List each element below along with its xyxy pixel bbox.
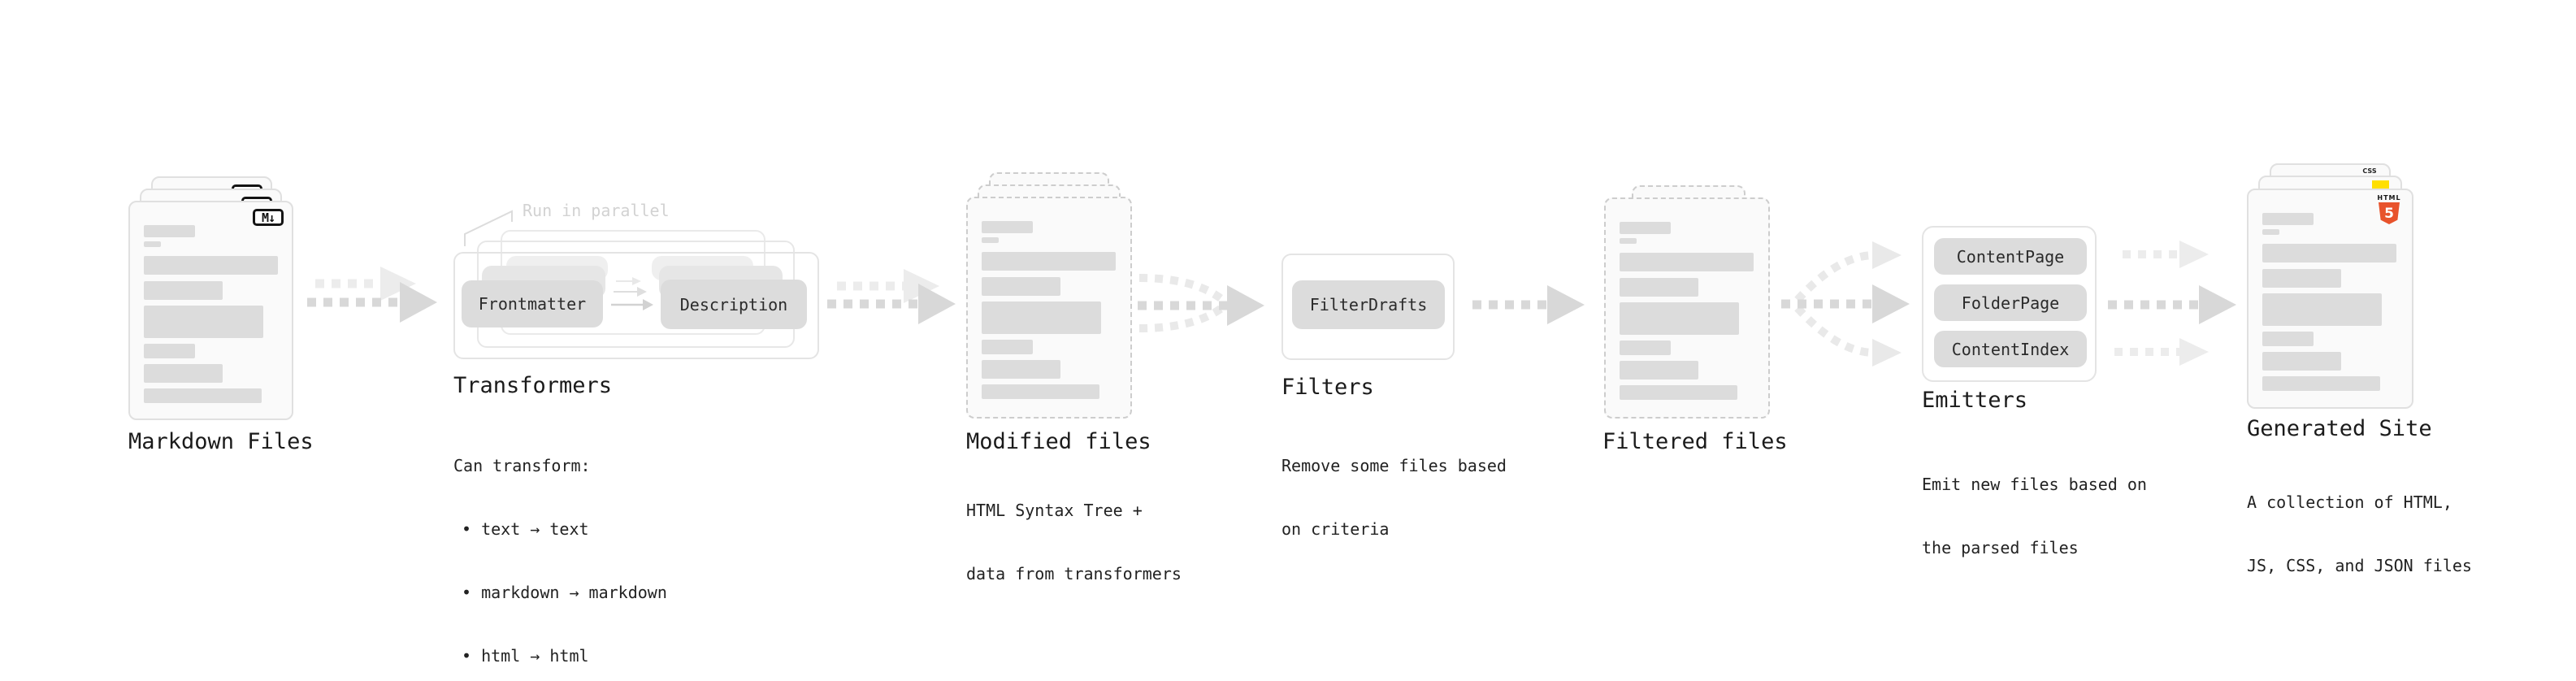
generated-site-desc-line: JS, CSS, and JSON files xyxy=(2247,556,2472,575)
content-line-bar xyxy=(2262,352,2341,371)
content-line-bar xyxy=(982,301,1101,334)
generated-file-card-front: HTML 5 xyxy=(2247,189,2413,409)
content-line-bar xyxy=(1620,361,1698,380)
filtered-files-label: Filtered files xyxy=(1602,429,1788,454)
html5-icon: HTML 5 xyxy=(2377,194,2401,224)
html5-icon-label: HTML xyxy=(2377,194,2401,202)
filtered-file-card-front xyxy=(1604,197,1770,419)
generated-site-description: A collection of HTML, JS, CSS, and JSON … xyxy=(2247,449,2472,618)
arrow-emitters-to-generated xyxy=(2108,241,2236,366)
content-line-bar xyxy=(982,221,1033,233)
modified-files-label: Modified files xyxy=(966,429,1151,454)
modified-file-card-front xyxy=(966,197,1132,419)
generated-site-desc-line: A collection of HTML, xyxy=(2247,492,2452,512)
content-line-bar xyxy=(2262,244,2396,262)
transform-bullet: • text → text xyxy=(462,519,589,539)
filters-frame xyxy=(1281,254,1455,360)
arrow-transformers-to-modified xyxy=(827,269,956,324)
filters-title: Filters xyxy=(1281,375,1374,400)
content-line-bar xyxy=(144,388,262,403)
filterdrafts-box: FilterDrafts xyxy=(1292,280,1445,329)
content-line-bar xyxy=(982,237,999,243)
content-line-bar xyxy=(982,384,1099,399)
transform-bullet: • html → html xyxy=(462,646,589,666)
content-line-bar xyxy=(144,225,195,237)
content-line-bar xyxy=(2262,213,2314,225)
emitters-title: Emitters xyxy=(1922,388,2028,413)
content-line-bar xyxy=(1620,385,1737,400)
emitters-frame xyxy=(1922,226,2097,382)
filters-desc-line: on criteria xyxy=(1281,519,1390,539)
emitters-desc-line: Emit new files based on xyxy=(1922,475,2147,494)
html5-icon-shield: 5 xyxy=(2379,202,2400,224)
transformer-frame-front xyxy=(453,252,819,359)
content-line-bar xyxy=(2262,229,2279,235)
markdown-file-card-front: M↓ xyxy=(128,201,293,420)
content-line-bar xyxy=(1620,302,1739,335)
content-line-bar xyxy=(982,360,1060,379)
content-line-bar xyxy=(144,364,223,383)
content-line-bar xyxy=(1620,278,1698,297)
emitter-folderpage-box: FolderPage xyxy=(1934,284,2087,321)
content-line-bar xyxy=(144,306,263,338)
emitters-description: Emit new files based on the parsed files xyxy=(1922,432,2147,601)
frontmatter-box: Frontmatter xyxy=(462,280,603,327)
content-line-bar xyxy=(2262,332,2314,346)
filters-description: Remove some files based on criteria xyxy=(1281,413,1507,582)
emitter-contentpage-box: ContentPage xyxy=(1934,238,2087,275)
content-line-bar xyxy=(1620,340,1671,355)
arrow-filtered-to-emitters xyxy=(1781,241,1910,367)
content-line-bar xyxy=(144,256,278,275)
arrow-filters-to-filtered xyxy=(1472,285,1585,324)
content-line-bar xyxy=(1620,238,1637,244)
transformers-description: Can transform: • text → text • markdown … xyxy=(453,413,667,681)
javascript-icon xyxy=(2372,180,2389,190)
modified-files-description: HTML Syntax Tree + data from transformer… xyxy=(966,458,1182,627)
content-line-bar xyxy=(2262,269,2341,288)
content-line-bar xyxy=(1620,253,1754,271)
markdown-files-label: Markdown Files xyxy=(128,429,314,454)
emitter-contentindex-box: ContentIndex xyxy=(1934,331,2087,367)
content-line-bar xyxy=(2262,293,2382,326)
content-line-bar xyxy=(982,252,1116,271)
filters-desc-line: Remove some files based xyxy=(1281,456,1507,475)
content-line-bar xyxy=(2262,376,2380,391)
content-line-bar xyxy=(982,340,1033,354)
run-in-parallel-annotation: Run in parallel xyxy=(523,201,670,220)
emitters-desc-line: the parsed files xyxy=(1922,538,2079,557)
modified-files-desc-line: HTML Syntax Tree + xyxy=(966,501,1143,520)
content-line-bar xyxy=(1620,222,1671,234)
content-line-bar xyxy=(982,277,1060,296)
description-box: Description xyxy=(661,280,807,329)
transformers-subtitle: Can transform: xyxy=(453,456,591,475)
content-line-bar xyxy=(144,344,195,358)
arrow-modified-to-filters xyxy=(1138,274,1264,332)
transform-bullet: • markdown → markdown xyxy=(462,583,667,602)
css-icon-label: CSS xyxy=(2362,167,2377,175)
generated-site-label: Generated Site xyxy=(2247,416,2432,441)
arrow-markdown-to-transformers xyxy=(307,267,437,323)
markdown-icon: M↓ xyxy=(253,209,284,226)
content-line-bar xyxy=(144,241,161,247)
modified-files-desc-line: data from transformers xyxy=(966,564,1182,583)
content-line-bar xyxy=(144,281,223,300)
transformers-title: Transformers xyxy=(453,373,613,398)
